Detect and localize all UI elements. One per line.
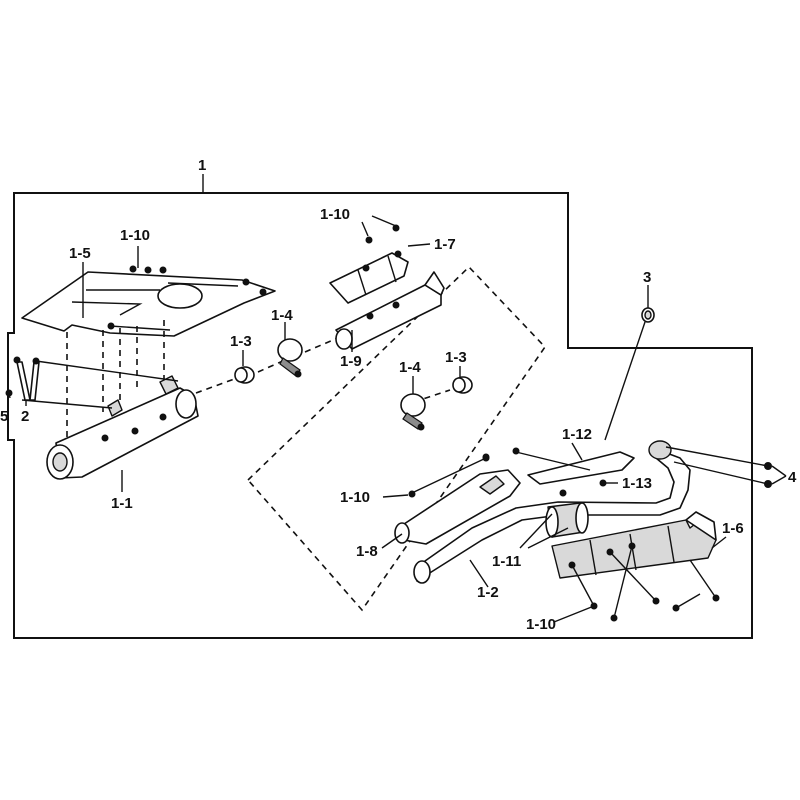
heat-shield-pipe-bolts — [568, 542, 720, 622]
gasket-left-1-3 — [234, 366, 255, 384]
muffler-1-1 — [46, 375, 199, 480]
callout-1-5: 1-5 — [69, 245, 91, 262]
heat-shield-bolts — [107, 265, 267, 331]
callout-1-4-left: 1-4 — [271, 307, 293, 324]
clamp-bands-1-11 — [545, 502, 589, 538]
connecting-tube-1-9 — [335, 271, 445, 350]
callout-1-7: 1-7 — [434, 236, 456, 253]
heat-shield-tube-1-7 — [329, 224, 409, 320]
callout-1-10-bottom: 1-10 — [526, 616, 556, 633]
gasket-right-1-3 — [452, 376, 473, 394]
callout-1-3-left: 1-3 — [230, 333, 252, 350]
callout-1-3-right: 1-3 — [445, 349, 467, 366]
callout-1-13: 1-13 — [622, 475, 652, 492]
callout-1-11: 1-11 — [492, 553, 521, 570]
callout-1-2: 1-2 — [477, 584, 499, 601]
callout-4: 4 — [788, 469, 797, 486]
heat-shield-pipe-1-6 — [551, 511, 717, 579]
heat-shield-mount-dashed-lines — [66, 320, 165, 446]
callout-1-4-right: 1-4 — [399, 359, 421, 376]
callout-2: 2 — [21, 408, 29, 425]
callout-3: 3 — [643, 269, 651, 286]
tail-guard-1-8 — [394, 454, 521, 545]
muffler-connection-dashed — [195, 336, 341, 394]
clamp-left-1-4 — [277, 338, 303, 378]
callout-leaders — [8, 215, 727, 623]
clamp-right-1-4 — [400, 393, 426, 431]
callout-1-10-top: 1-10 — [320, 206, 350, 223]
callout-1-10-muffler: 1-10 — [120, 227, 150, 244]
callout-1-6: 1-6 — [722, 520, 744, 537]
callout-1-9: 1-9 — [340, 353, 362, 370]
pipe-group-dashed-outline — [246, 265, 547, 612]
bracket-plate-1-12 — [482, 447, 635, 485]
callout-1-8: 1-8 — [356, 543, 378, 560]
nuts-4 — [665, 446, 787, 488]
bolt-2-and-washer-5 — [5, 356, 179, 409]
callout-1-12: 1-12 — [562, 426, 592, 443]
washer-1-13 — [599, 479, 607, 487]
callout-1: 1 — [198, 157, 206, 174]
assembly-1-frame — [7, 192, 753, 639]
callout-1-10-tail: 1-10 — [340, 489, 370, 506]
heat-shield-muffler-1-5 — [21, 271, 276, 337]
callout-5: 5 — [0, 408, 8, 425]
gasket-3 — [604, 285, 655, 441]
bolt-below-plate — [559, 489, 567, 497]
callout-1-1: 1-1 — [111, 495, 133, 512]
